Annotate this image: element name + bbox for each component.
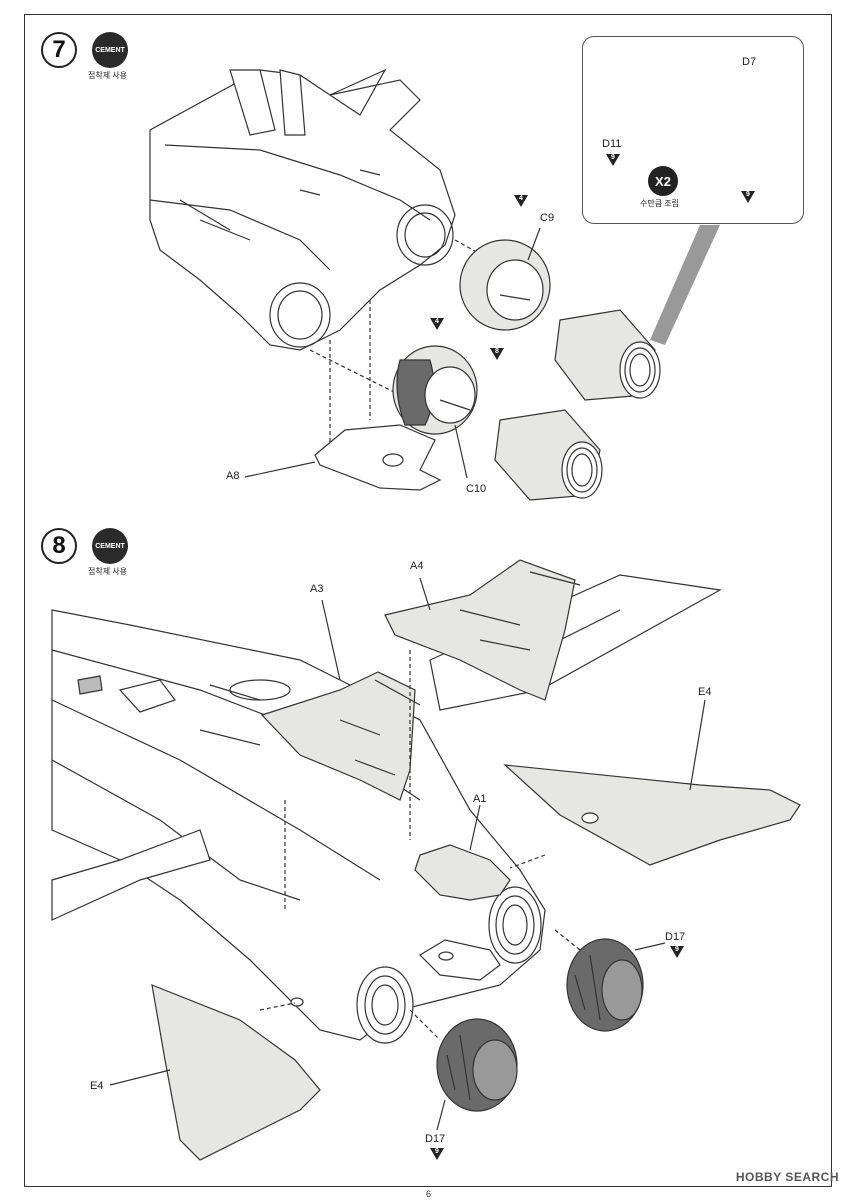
ref-triangle-d7: 9 <box>741 191 755 203</box>
part-label-a1: A1 <box>473 793 487 805</box>
cement-icon: CEMENT <box>92 32 128 68</box>
cement-caption: 접착제 사용 <box>88 71 128 80</box>
ref-number: 8 <box>495 348 499 355</box>
ref-triangle-c9: 4 <box>514 195 528 207</box>
part-label-d17-left: D17 <box>425 1133 446 1145</box>
part-label-c9: C9 <box>540 212 555 224</box>
step-8-number: 8 <box>41 528 77 564</box>
part-label-d17-right: D17 <box>665 931 686 943</box>
part-label-a4: A4 <box>410 560 424 572</box>
ref-triangle-d11: 9 <box>606 154 620 166</box>
ref-triangle-c10-side: 8 <box>490 348 504 360</box>
ref-number: 9 <box>746 191 750 198</box>
ref-number: 9 <box>675 946 679 953</box>
part-label-e4-left: E4 <box>90 1080 104 1092</box>
ref-triangle-c10-top: 4 <box>430 318 444 330</box>
ref-triangle-d17-left: 9 <box>430 1148 444 1160</box>
subassembly-inset <box>582 36 804 224</box>
step-7-number: 7 <box>41 32 77 68</box>
ref-number: 4 <box>519 195 523 202</box>
quantity-caption: 수만큼 조립 <box>640 199 680 208</box>
part-label-d7: D7 <box>742 56 757 68</box>
watermark-text: HOBBY SEARCH <box>735 1170 839 1184</box>
ref-triangle-d17-right: 9 <box>670 946 684 958</box>
cement-icon: CEMENT <box>92 528 128 564</box>
page-number: 6 <box>425 1189 431 1199</box>
quantity-x2-icon: X2 <box>648 166 678 196</box>
ref-number: 9 <box>611 154 615 161</box>
part-label-d11: D11 <box>602 138 622 150</box>
ref-number: 9 <box>435 1148 439 1155</box>
part-label-e4-right: E4 <box>698 686 712 698</box>
part-label-c10: C10 <box>466 483 487 495</box>
part-label-a3: A3 <box>310 583 324 595</box>
page-frame <box>24 14 832 1187</box>
part-label-a8: A8 <box>226 470 240 482</box>
cement-caption: 접착제 사용 <box>88 567 128 576</box>
ref-number: 4 <box>435 318 439 325</box>
